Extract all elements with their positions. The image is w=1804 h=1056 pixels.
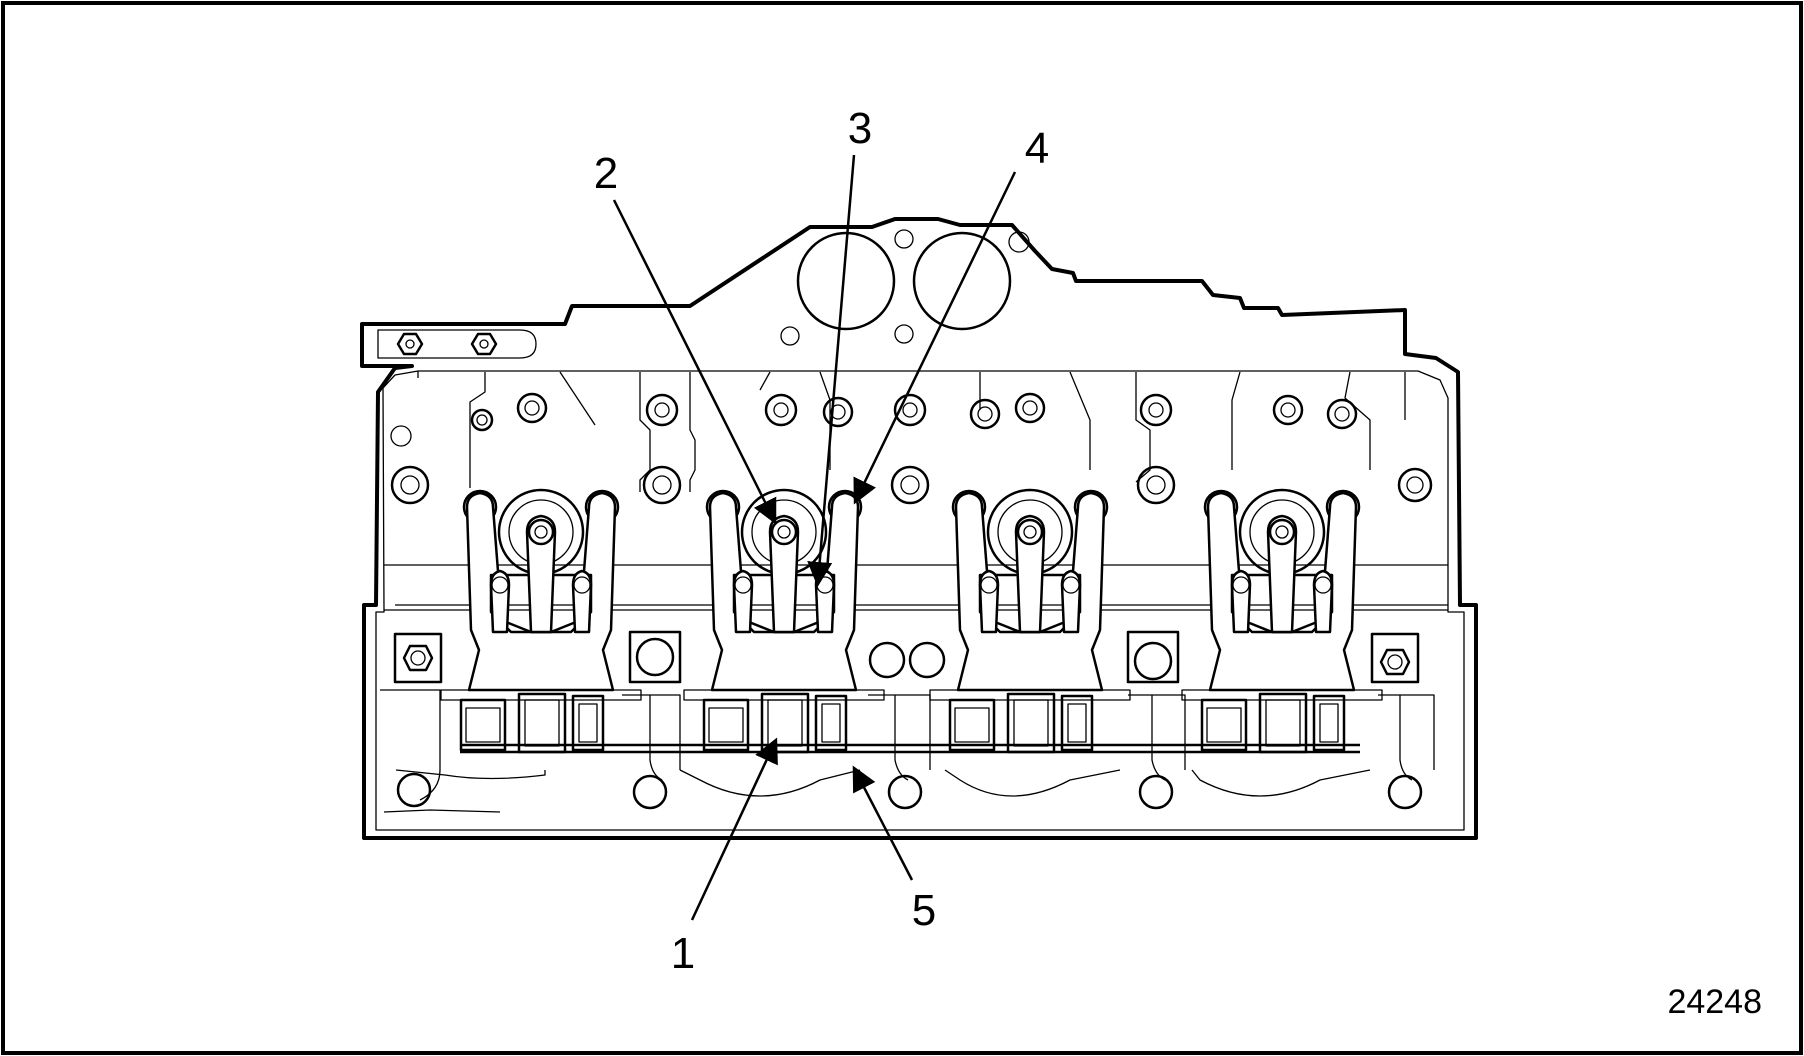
leader-2 <box>612 199 777 525</box>
upper-bolt-bosses <box>390 392 1433 505</box>
cam-follower-left-inner <box>465 707 501 743</box>
rocker-base-plate <box>1181 689 1383 701</box>
valve-stem-left-cap <box>491 576 509 594</box>
valve-stem-right-cap <box>1062 576 1080 594</box>
cam-follower-right <box>571 694 605 752</box>
valve-stem-right <box>571 569 593 634</box>
rocker-arm-fork <box>465 491 617 692</box>
cam-follower-center <box>1258 692 1308 754</box>
cam-follower-center-inner <box>767 699 803 747</box>
cam-follower-right <box>814 694 848 752</box>
valve-stem-right <box>1060 569 1082 634</box>
rocker-arm-fork <box>1206 491 1358 692</box>
cam-follower-right-inner <box>1067 703 1087 743</box>
rocker-assembly-1 <box>440 488 642 754</box>
valve-stem-left-cap <box>1232 576 1250 594</box>
cam-follower-center <box>1006 692 1056 754</box>
bracket-bolts <box>396 332 498 356</box>
callout-3: 3 <box>848 104 872 153</box>
cam-follower-center-inner <box>1265 699 1301 747</box>
leader-1 <box>690 737 778 921</box>
cam-follower-left-inner <box>954 707 990 743</box>
injector-rocker-pin <box>534 525 548 539</box>
cam-follower-right-inner <box>821 703 841 743</box>
rocker-arm-assemblies <box>440 488 1383 754</box>
cam-follower-center-inner <box>524 699 560 747</box>
cam-follower-left-inner <box>708 707 744 743</box>
valve-stem-right <box>1312 569 1334 634</box>
injector-rocker-pin <box>1275 525 1289 539</box>
callout-4: 4 <box>1025 124 1049 173</box>
valve-stem-left-cap <box>734 576 752 594</box>
leader-lines <box>612 154 1017 921</box>
leader-5 <box>852 765 914 881</box>
cam-follower-left-inner <box>1206 707 1242 743</box>
callout-5: 5 <box>912 886 936 935</box>
injector-rocker-pin <box>777 525 791 539</box>
injector-rocker <box>1014 514 1046 634</box>
cam-follower-right <box>1060 694 1094 752</box>
rocker-assembly-4 <box>1181 488 1383 754</box>
valve-stem-right-cap <box>1314 576 1332 594</box>
rocker-arm-fork <box>954 491 1106 692</box>
cam-follower-center-inner <box>1013 699 1049 747</box>
top-ports <box>780 229 1030 346</box>
callout-1: 1 <box>671 929 695 978</box>
cam-follower-center <box>517 692 567 754</box>
valve-stem-right-cap <box>573 576 591 594</box>
cam-follower-right-inner <box>1319 703 1339 743</box>
cam-follower-right <box>1312 694 1346 752</box>
valve-stem-left <box>489 569 511 634</box>
callout-2: 2 <box>594 149 618 198</box>
leader-4 <box>853 171 1017 505</box>
injector-rocker-boss <box>527 518 555 546</box>
injector-rocker-boss <box>770 518 798 546</box>
valve-stem-left <box>978 569 1000 634</box>
injector-rocker <box>1266 514 1298 634</box>
cam-follower-right-inner <box>578 703 598 743</box>
callout-labels: 1 2 3 4 5 <box>594 104 1049 978</box>
injector-rocker-boss <box>1268 518 1296 546</box>
valve-stem-left <box>1230 569 1252 634</box>
cam-follower-center <box>760 692 810 754</box>
injector-rocker-pin <box>1023 525 1037 539</box>
end-bolts <box>393 630 1420 684</box>
lower-rail <box>383 743 1371 813</box>
rocker-assembly-2 <box>683 488 885 754</box>
injector-rocker-boss <box>1016 518 1044 546</box>
injector-rocker <box>525 514 557 634</box>
injector-rocker <box>768 514 800 634</box>
rocker-base-plate <box>440 689 642 701</box>
valve-stem-left-cap <box>980 576 998 594</box>
head-bolts <box>380 689 1435 810</box>
rocker-assembly-3 <box>929 488 1131 754</box>
leader-3 <box>807 154 856 587</box>
rocker-base-plate <box>683 689 885 701</box>
valve-stem-left <box>732 569 754 634</box>
figure-number: 24248 <box>1667 983 1762 1021</box>
